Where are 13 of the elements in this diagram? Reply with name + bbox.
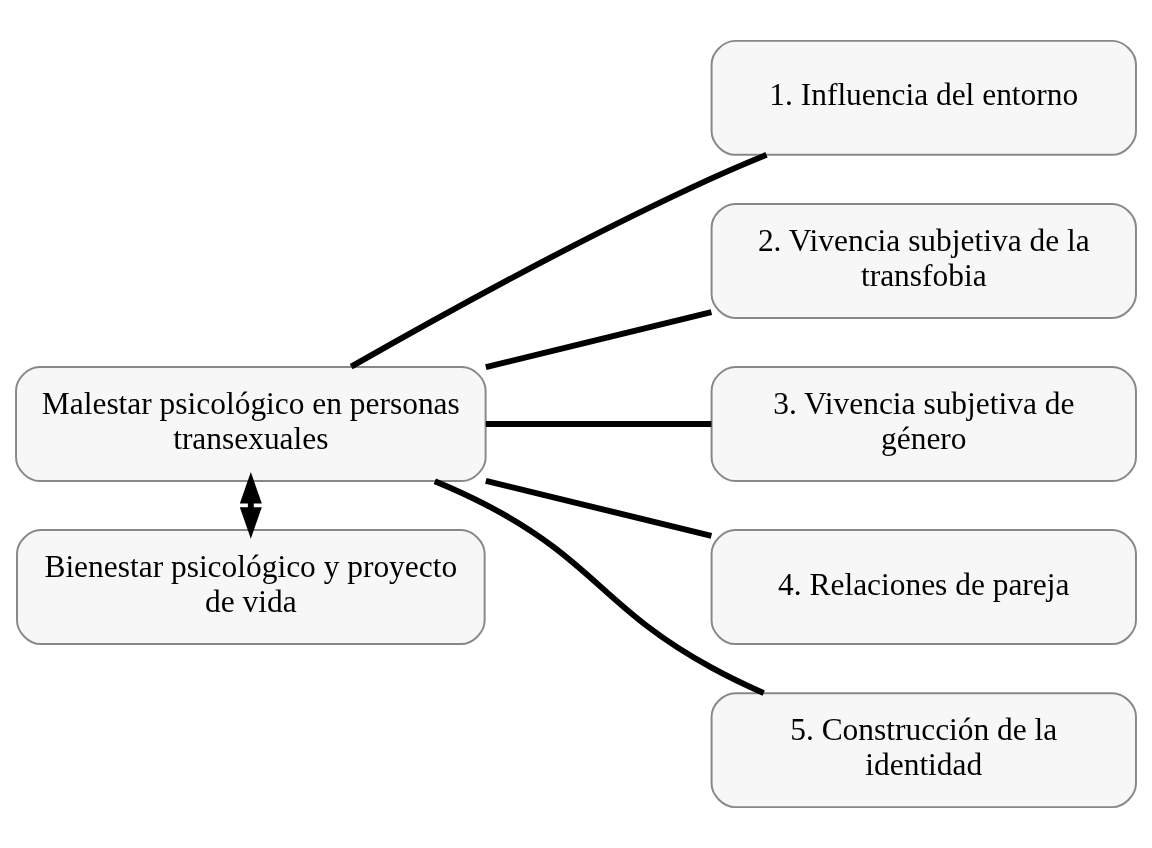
- connector: [349, 152, 768, 370]
- node-box: 1. Influencia del entorno: [710, 39, 1137, 156]
- node-box: 5. Construcción de la identidad: [710, 692, 1137, 809]
- node-box: 4. Relaciones de pareja: [710, 529, 1137, 646]
- arrow: [239, 472, 262, 539]
- node-box: Malestar psicológico en personas transexuales: [15, 366, 487, 482]
- node-box: 3. Vivencia subjetiva de género: [710, 366, 1137, 482]
- connector: [485, 421, 712, 427]
- node-box: Bienestar psicológico y proyecto de vida: [16, 529, 486, 646]
- node-box: 2. Vivencia subjetiva de la transfobia: [710, 202, 1137, 319]
- connector: [485, 477, 713, 539]
- connector: [433, 478, 765, 696]
- connector: [485, 309, 713, 371]
